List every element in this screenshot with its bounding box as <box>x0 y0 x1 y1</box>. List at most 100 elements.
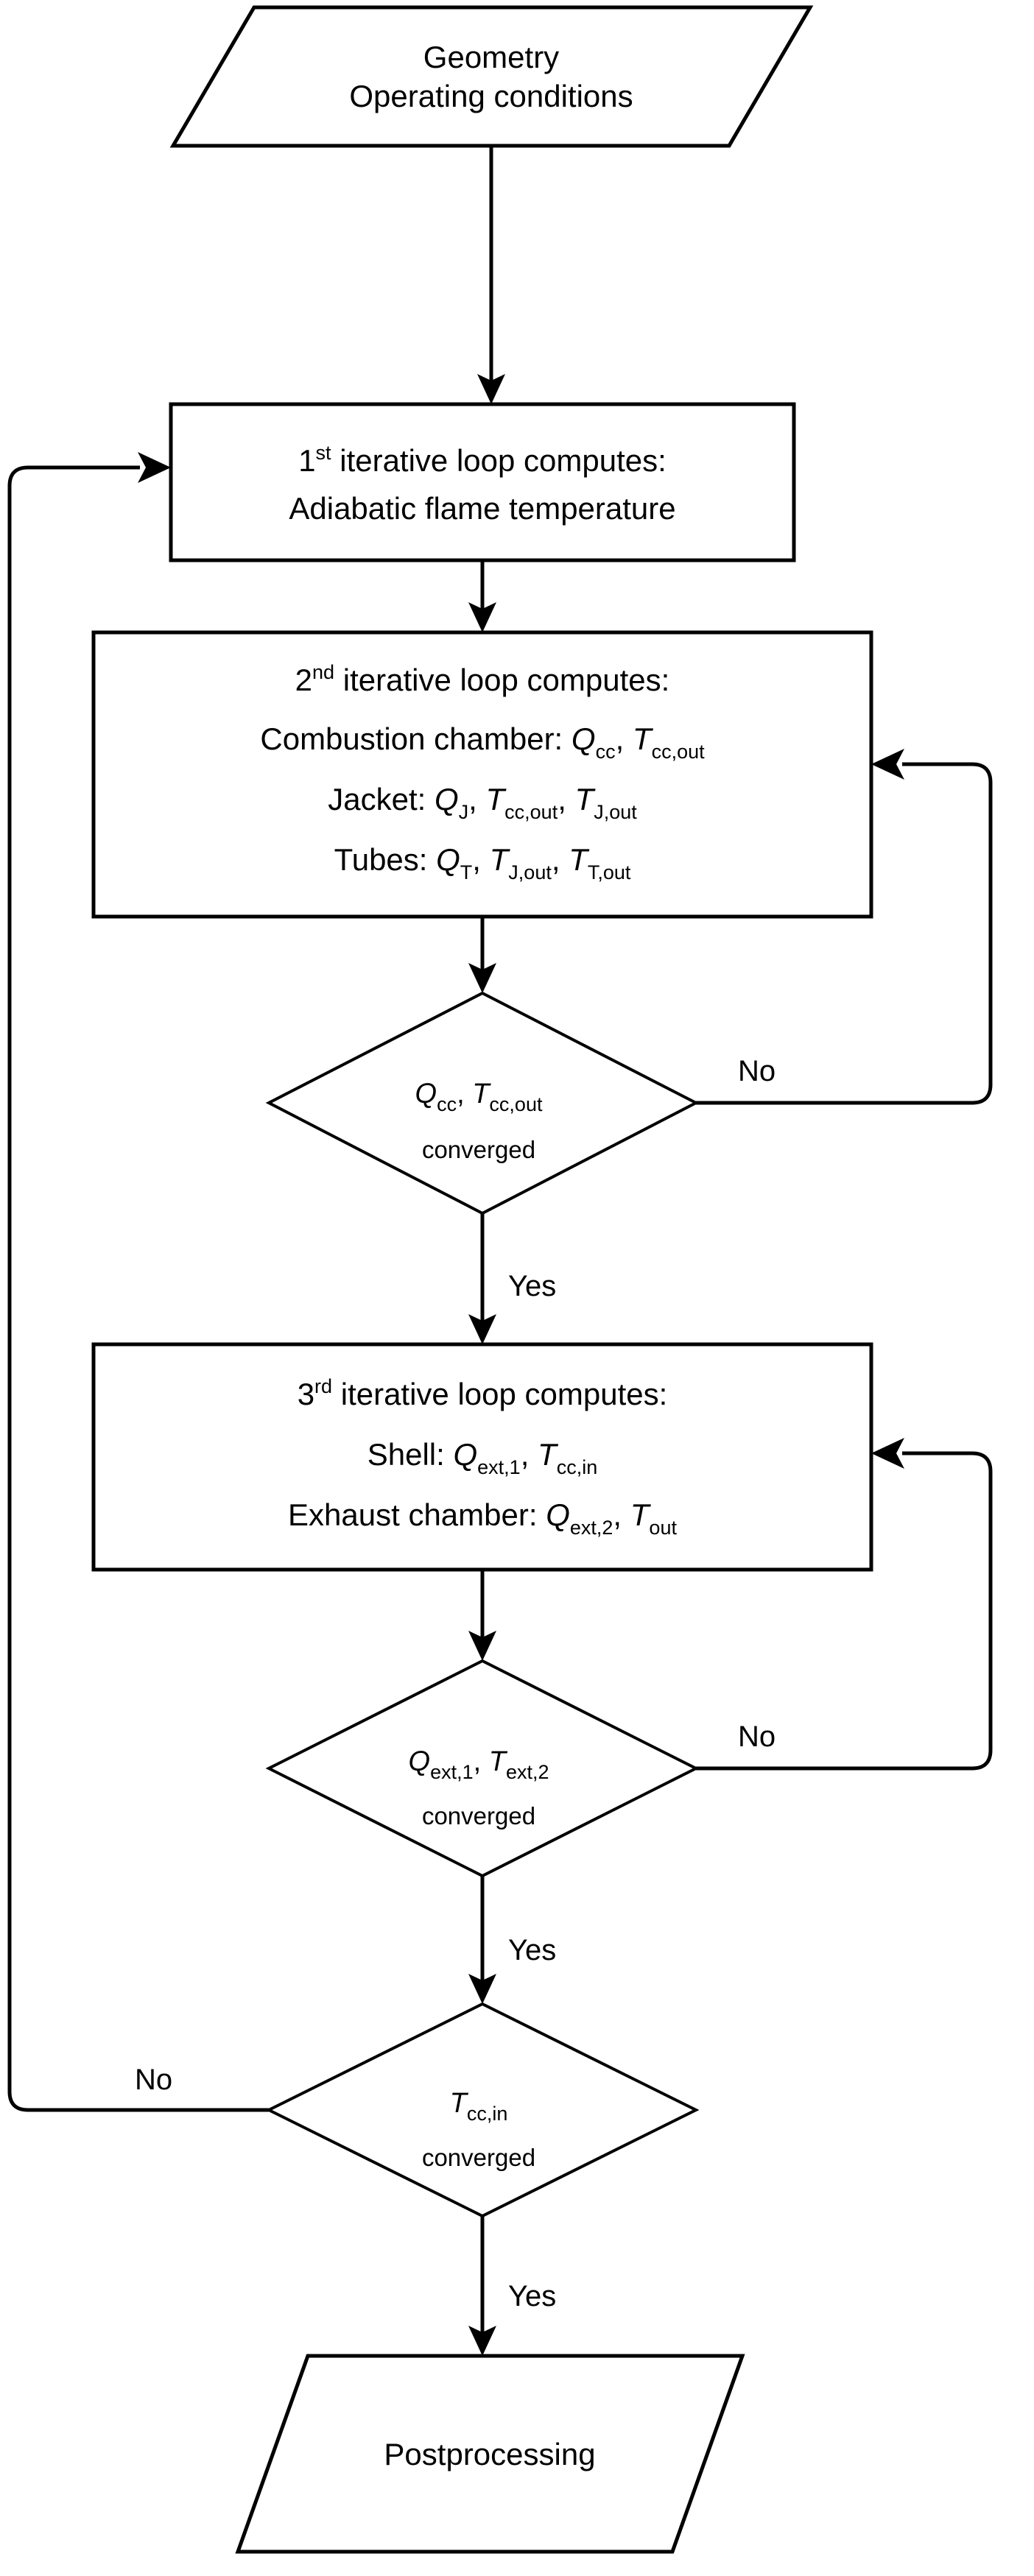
dec1-sub-ccout: cc,out <box>489 1093 543 1115</box>
loop2-line1-rest: iterative loop computes: <box>334 663 669 697</box>
edge-dec3-yes: Yes <box>468 2216 556 2356</box>
loop2-ordinal-number: 2 <box>295 663 312 697</box>
dec1-cond-line2: converged <box>422 1136 535 1163</box>
loop1-rect <box>169 402 796 562</box>
loop3-row1-label: Shell: <box>367 1437 445 1472</box>
node-loop1: 1st iterative loop computes: Adiabatic f… <box>169 402 796 562</box>
edge-dec2-no-feedback: No <box>696 1438 993 1771</box>
dec3-no-label: No <box>135 2064 172 2096</box>
var-Q-3: Q <box>436 842 460 877</box>
loop3-comma-2: , <box>613 1497 622 1532</box>
var-sub-ccout: cc,out <box>652 741 706 763</box>
loop3-row1-text: Shell: Qext,1, Tcc,in <box>367 1437 597 1478</box>
loop2-ordinal-suffix: nd <box>312 661 334 683</box>
dec2-sub-ext2: ext,2 <box>506 1761 549 1783</box>
dec2-yes-label: Yes <box>508 1934 556 1966</box>
dec3-var-T: T <box>450 2088 469 2119</box>
start-parallelogram <box>169 5 814 148</box>
loop3-sub-ccin: cc,in <box>557 1456 598 1478</box>
node-dec1: Qcc, Tcc,out converged <box>265 991 700 1215</box>
var-sub-Jout: J,out <box>594 801 637 823</box>
loop3-ordinal-suffix: rd <box>314 1375 332 1397</box>
loop3-sub-ext1: ext,1 <box>477 1456 521 1478</box>
loop3-comma-1: , <box>521 1437 530 1472</box>
loop1-ordinal-suffix: st <box>316 442 332 464</box>
end-parallelogram <box>235 2354 745 2554</box>
loop2-row2-label: Jacket: <box>328 782 426 816</box>
dec1-var-Q: Q <box>415 1079 437 1109</box>
var-T-3: T <box>575 782 597 816</box>
var-sub-Tout: T,out <box>588 861 631 883</box>
loop3-sub-out: out <box>649 1517 677 1539</box>
node-dec2: Qext,1, Text,2 converged <box>265 1659 700 1878</box>
var-T-5: T <box>569 842 590 877</box>
dec1-var-T: T <box>472 1079 491 1109</box>
loop2-row1-label: Combustion chamber: <box>260 721 563 756</box>
loop2-row3-text: Tubes: QT, TJ,out, TT,out <box>334 842 631 883</box>
dec2-cond-line1: Qext,1, Text,2 <box>409 1746 549 1783</box>
dec2-var-T: T <box>489 1746 508 1777</box>
edge-loop1-to-loop2 <box>468 560 496 632</box>
var-sub-cc: cc <box>596 741 616 763</box>
comma-4: , <box>472 842 481 877</box>
start-line2-text: Operating conditions <box>349 79 633 113</box>
comma-2: , <box>468 782 477 816</box>
dec3-yes-label: Yes <box>508 2280 556 2312</box>
dec3-cond-line1: Tcc,in <box>450 2088 508 2125</box>
loop3-line1-text: 3rd iterative loop computes: <box>298 1375 668 1411</box>
var-sub-T: T <box>460 861 473 883</box>
loop3-line1-rest: iterative loop computes: <box>332 1377 667 1411</box>
var-sub-J: J <box>459 801 469 823</box>
edge-dec3-no-feedback: No <box>7 452 269 2112</box>
loop2-rect <box>91 630 873 919</box>
node-end: Postprocessing <box>235 2354 745 2554</box>
loop3-row2-text: Exhaust chamber: Qext,2, Tout <box>288 1497 677 1539</box>
dec1-sub-cc: cc <box>437 1093 457 1115</box>
loop1-ordinal-number: 1 <box>298 443 315 478</box>
dec1-yes-label: Yes <box>508 1270 556 1302</box>
var-T-2: T <box>486 782 507 816</box>
dec1-comma: , <box>457 1079 465 1109</box>
loop2-row3-label: Tubes: <box>334 842 428 877</box>
loop2-line1-text: 2nd iterative loop computes: <box>295 661 670 697</box>
edge-start-to-loop1 <box>477 146 505 404</box>
dec2-sub-ext1: ext,1 <box>430 1761 474 1783</box>
dec2-no-label: No <box>738 1721 776 1753</box>
loop2-row2-text: Jacket: QJ, Tcc,out, TJ,out <box>328 782 637 823</box>
comma-1: , <box>616 721 625 756</box>
comma-3: , <box>558 782 566 816</box>
loop3-var-Q-2: Q <box>546 1497 570 1532</box>
dec1-no-label: No <box>738 1055 776 1087</box>
edge-dec1-yes: Yes <box>468 1213 556 1344</box>
node-loop3: 3rd iterative loop computes: Shell: Qext… <box>91 1342 873 1572</box>
var-T-4: T <box>490 842 511 877</box>
node-start: Geometry Operating conditions <box>169 5 814 148</box>
start-line1-text: Geometry <box>423 40 559 74</box>
dec2-comma: , <box>474 1746 482 1777</box>
var-Q-2: Q <box>435 782 459 816</box>
dec1-cond-line1: Qcc, Tcc,out <box>415 1079 543 1115</box>
node-loop2: 2nd iterative loop computes: Combustion … <box>91 630 873 919</box>
dec3-cond-line2: converged <box>422 2144 535 2171</box>
end-line1-text: Postprocessing <box>384 2437 595 2471</box>
edge-loop3-to-dec2 <box>468 1570 496 1661</box>
node-dec3: Tcc,in converged <box>265 2002 700 2218</box>
loop1-line2-text: Adiabatic flame temperature <box>289 491 675 526</box>
edge-dec2-yes: Yes <box>468 1876 556 2004</box>
var-sub-ccout-2: cc,out <box>504 801 558 823</box>
dec2-cond-line2: converged <box>422 1802 535 1829</box>
var-sub-Jout-2: J,out <box>508 861 552 883</box>
edge-loop2-to-dec1 <box>468 917 496 993</box>
dec2-var-Q: Q <box>409 1746 431 1777</box>
loop1-line1-text: 1st iterative loop computes: <box>298 442 667 478</box>
loop1-line1-rest: iterative loop computes: <box>331 443 667 478</box>
loop3-var-Q: Q <box>453 1437 477 1472</box>
loop2-row1-text: Combustion chamber: Qcc, Tcc,out <box>260 721 705 763</box>
loop3-var-T: T <box>538 1437 559 1472</box>
loop3-ordinal-number: 3 <box>298 1377 314 1411</box>
loop3-sub-ext2: ext,2 <box>570 1517 613 1539</box>
comma-5: , <box>552 842 560 877</box>
loop3-var-T-2: T <box>630 1497 652 1532</box>
